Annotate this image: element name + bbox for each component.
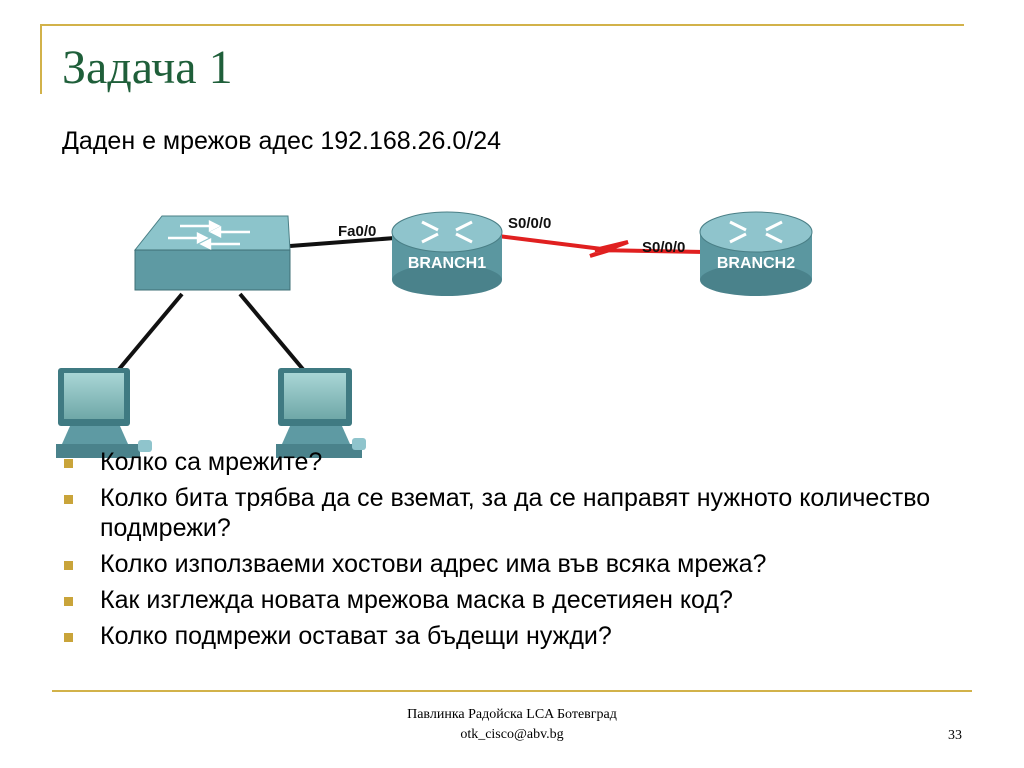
router2-label: BRANCH2 — [717, 255, 795, 272]
footer-rule — [52, 690, 972, 692]
list-item: Как изглежда новата мрежова маска в десе… — [60, 585, 960, 615]
page-number: 33 — [948, 728, 962, 743]
bullet-square-icon — [64, 561, 73, 570]
bullet-square-icon — [64, 597, 73, 606]
network-diagram: BRANCH1 BRANCH2 Fa0/0 S0/0/0 S0/0/0 — [56, 211, 813, 458]
list-item: Колко бита трябва да се вземат, за да се… — [60, 483, 960, 543]
serial-interface-label-1: S0/0/0 — [508, 215, 551, 232]
serial-link — [497, 234, 706, 258]
slide-subtitle: Даден е мрежов адес 192.168.26.0/24 — [62, 127, 502, 155]
router-branch2: BRANCH2 — [699, 211, 813, 296]
link-switch-branch1 — [289, 236, 396, 248]
slide-title: Задача 1 — [62, 41, 233, 94]
pc-2 — [276, 368, 366, 458]
footer-email: otk_cisco@abv.bg — [460, 727, 564, 742]
frame-left-rule — [40, 24, 42, 94]
list-item: Колко са мрежите? — [60, 447, 960, 477]
router1-label: BRANCH1 — [408, 255, 486, 272]
bullet-square-icon — [64, 495, 73, 504]
switch — [133, 215, 291, 291]
footer-author: Павлинка Радойска LCA Ботевград — [407, 707, 617, 722]
bullet-square-icon — [64, 459, 73, 468]
question-list: Колко са мрежите? Колко бита трябва да с… — [60, 447, 960, 657]
list-item: Колко подмрежи остават за бъдещи нужди? — [60, 621, 960, 651]
link-switch-pc1 — [108, 292, 184, 382]
serial-interface-label-2: S0/0/0 — [642, 239, 685, 256]
frame-top-rule — [40, 24, 964, 26]
link-switch-pc2 — [238, 292, 314, 382]
list-item: Колко използваеми хостови адрес има във … — [60, 549, 960, 579]
bullet-square-icon — [64, 633, 73, 642]
fa-interface-label: Fa0/0 — [338, 223, 376, 240]
router-branch1: BRANCH1 — [391, 211, 503, 296]
pc-1 — [56, 368, 152, 458]
